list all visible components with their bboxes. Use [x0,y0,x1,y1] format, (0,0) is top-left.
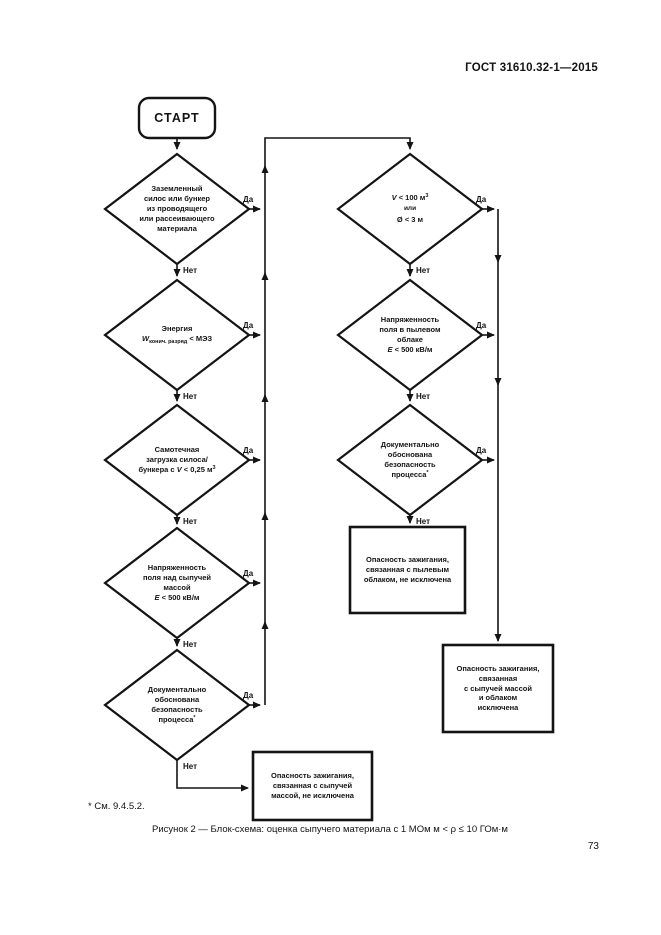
no-label: Нет [416,517,431,526]
formula-superscript: 3 [425,193,429,200]
energy-formula: Wконич. разряд < МЭЗ [142,334,212,346]
or-line: или [403,204,417,212]
yes-label: Да [243,569,254,578]
footnote-marker: * [426,469,429,476]
decision-text-lines: Документально обоснована безопасность [147,685,207,714]
yes-label: Да [476,321,487,330]
start-terminator [137,96,217,140]
no-label: Нет [183,392,198,401]
process-line: процесса* [158,715,195,725]
box-bulk-hazard [251,750,374,822]
formula-var: W [141,333,150,343]
yes-label: Да [476,446,487,455]
decision-gravity-loading-text: Самотечная загрузка силоса/ бункера с V … [112,412,242,508]
decision-text-lines: Напряженность поля над сыпучей массой [142,563,212,592]
decision-cone-discharge-energy-text: Энергия Wконич. разряд < МЭЗ [112,287,242,383]
box-text-lines: Опасность зажигания, связанная с сыпучей… [271,771,354,800]
box-hazard-excluded-text: Опасность зажигания, связанная с сыпучей… [443,645,553,732]
yes-label: Да [243,691,254,700]
formula-subscript: конич. разряд [149,338,188,345]
formula-rest: < 100 м [396,193,426,203]
decision-text-lines: Заземленный силос или бункер из проводящ… [139,184,215,233]
decision-grounded-silo [103,152,251,266]
formula-var: V [391,193,397,203]
formula-base: процесса [391,469,427,479]
decision-volume-diameter [336,152,484,266]
formula-rest: < 500 кВ/м [392,344,433,354]
footnote-marker: * [193,714,196,721]
no-label: Нет [183,266,198,275]
decision-process-safety-right [336,403,484,517]
decision-text-lines: Документально обоснована безопасность [380,440,440,469]
volume-formula: бункера с V < 0,25 м3 [138,465,215,475]
diameter-line: Ø < 3 м [396,215,424,225]
decision-process-safety-left [103,648,251,762]
no-label: Нет [183,517,198,526]
box-dust-cloud-hazard [348,525,467,615]
volume-line: V < 100 м3 [392,192,429,204]
formula-base: процесса [158,714,194,724]
left-merge-line [264,137,414,705]
decision-field-dust-cloud [336,278,484,392]
yes-label: Да [476,195,487,204]
box-text-lines: Опасность зажигания, связанная с пылевым… [363,555,452,584]
formula-var: E [387,344,393,354]
process-line: процесса* [391,470,428,480]
no-label: Нет [183,762,198,771]
page-number: 73 [587,841,599,852]
decision-text-lines: Напряженность поля в пылевом облаке [379,315,441,344]
yes-label: Да [243,195,254,204]
start-label: СТАРТ [154,111,200,125]
field-formula: E < 500 кВ/м [388,345,433,355]
box-text-lines: Опасность зажигания, связанная с сыпучей… [456,663,540,713]
formula-superscript: 3 [212,464,216,471]
decision-cone-discharge-energy [103,278,251,392]
decision-field-dust-cloud-text: Напряженность поля в пылевом облаке E < … [345,287,475,383]
formula-var: E [154,592,160,602]
figure-caption: Рисунок 2 — Блок-схема: оценка сыпучего … [152,824,508,835]
formula-rest: < 0,25 м [181,464,213,474]
no-label: Нет [416,266,431,275]
box-hazard-excluded [441,643,555,734]
arrow-d5-no-to-box [176,760,249,792]
decision-field-over-bulk [103,526,251,640]
box-bulk-hazard-text: Опасность зажигания, связанная с сыпучей… [253,752,372,820]
no-label: Нет [183,640,198,649]
field-formula: E < 500 кВ/м [155,593,200,603]
decision-text-lines: Самотечная загрузка силоса/ [146,445,208,465]
formula-var: V [176,464,182,474]
decision-field-over-bulk-text: Напряженность поля над сыпучей массой E … [112,535,242,631]
formula-rest: < МЭЗ [187,333,213,343]
document-header: ГОСТ 31610.32-1—2015 [465,62,598,74]
formula-rest: < 500 кВ/м [159,592,200,602]
box-dust-cloud-hazard-text: Опасность зажигания, связанная с пылевым… [350,527,465,613]
formula-pre: бункера с [138,464,177,474]
decision-process-safety-right-text: Документально обоснована безопасность пр… [345,412,475,508]
footnote: * См. 9.4.5.2. [88,801,145,812]
yes-label: Да [243,321,254,330]
decision-gravity-loading [103,403,251,517]
decision-process-safety-left-text: Документально обоснована безопасность пр… [112,657,242,753]
decision-text-line: Энергия [161,323,193,333]
yes-label: Да [243,446,254,455]
no-label: Нет [416,392,431,401]
decision-volume-diameter-text: V < 100 м3 или Ø < 3 м [345,161,475,257]
decision-grounded-silo-text: Заземленный силос или бункер из проводящ… [112,161,242,257]
